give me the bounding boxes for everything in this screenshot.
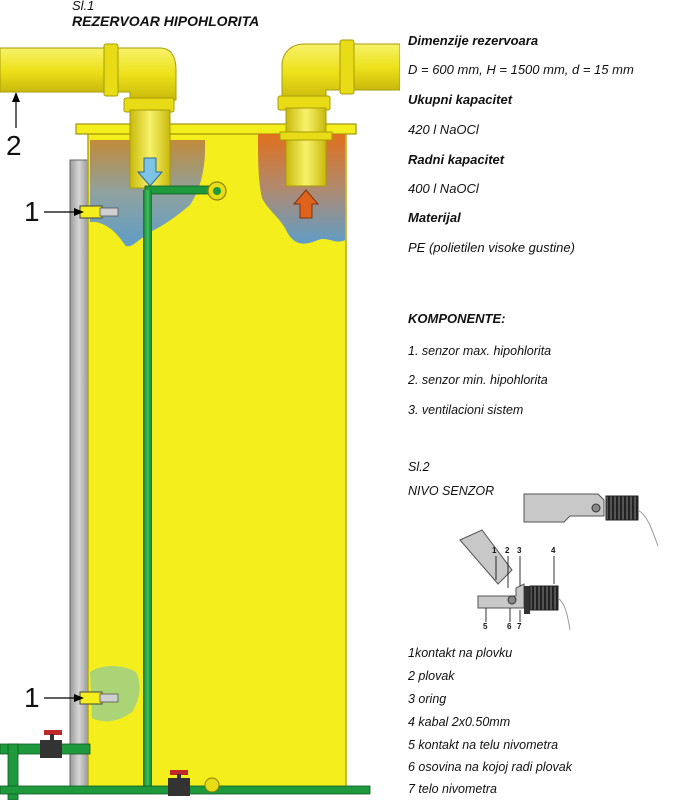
up-arrow-icon <box>292 189 320 219</box>
spec-value-working-capacity: 400 l NaOCl <box>408 181 479 196</box>
sensor-upper-thread <box>605 495 639 521</box>
spec-heading-material: Materijal <box>408 210 461 225</box>
level-sensor-drawing <box>459 493 659 631</box>
valve-bottom-body <box>168 778 190 796</box>
callout-1-top-arrowhead <box>74 208 84 216</box>
callout-2-arrowhead <box>12 92 20 102</box>
figure-2-label: Sl.2 <box>408 460 430 474</box>
legend-item: 2 plovak <box>408 669 455 683</box>
part-leader-lines <box>485 556 555 622</box>
part-number-7: 7 <box>517 622 522 631</box>
right-vent-down <box>285 107 327 187</box>
callout-2-number: 2 <box>6 130 22 161</box>
part-number-1: 1 <box>492 546 497 555</box>
legend-item: 1kontakt na plovku <box>408 646 513 660</box>
tank-diagram <box>0 39 400 800</box>
valve-left-body <box>40 740 62 758</box>
sensor-min-float <box>99 693 119 703</box>
legend-item: 6 osovina na kojoj radi plovak <box>408 760 572 774</box>
components-heading: KOMPONENTE: <box>408 311 506 326</box>
sensor-lower-pivot <box>507 595 517 605</box>
sensor-lower-cable <box>557 597 571 631</box>
spec-value-dimensions: D = 600 mm, H = 1500 mm, d = 15 mm <box>408 62 634 77</box>
component-item: 1. senzor max. hipohlorita <box>408 344 552 358</box>
callout-1-top-number: 1 <box>24 196 40 227</box>
part-number-2: 2 <box>505 546 510 555</box>
legend-item: 5 kontakt na telu nivometra <box>408 738 559 752</box>
sensor-upper-pivot <box>591 503 601 513</box>
figure-1-title: REZERVOAR HIPOHLORITA <box>72 13 260 29</box>
legend-item: 7 telo nivometra <box>408 782 497 796</box>
valve-left-stem <box>50 734 54 742</box>
spec-value-material: PE (polietilen visoke gustine) <box>408 240 575 255</box>
down-arrow-icon <box>136 157 164 187</box>
float-arm <box>459 529 513 585</box>
green-pipe-vertical <box>143 190 152 792</box>
outlet-pipe-down <box>7 743 19 800</box>
sensor-lower-oring <box>524 586 530 614</box>
sensor-lower-thread <box>529 585 559 611</box>
right-vent-collar-h <box>339 39 355 95</box>
green-pipe-fitting-core <box>213 187 221 195</box>
part-number-4: 4 <box>551 546 556 555</box>
tank-lid <box>75 123 357 135</box>
right-vent-elbow <box>281 43 345 101</box>
legend-item: 4 kabal 2x0.50mm <box>408 715 511 729</box>
spec-heading-dimensions: Dimenzije rezervoara <box>408 33 539 48</box>
right-vent-ring <box>279 131 333 141</box>
component-item: 2. senzor min. hipohlorita <box>408 373 548 387</box>
valve-left-handle <box>44 730 62 735</box>
part-number-5: 5 <box>483 622 488 631</box>
figure-1-label: Sl.1 <box>72 0 95 13</box>
part-number-6: 6 <box>507 622 512 631</box>
spec-value-total-capacity: 420 l NaOCl <box>408 122 479 137</box>
spec-heading-working-capacity: Radni kapacitet <box>408 152 505 167</box>
sensor-upper-cable <box>637 509 659 547</box>
valve-bottom-handle <box>170 770 188 775</box>
left-vent-collar-h <box>103 43 119 97</box>
spec-heading-total-capacity: Ukupni kapacitet <box>408 92 513 107</box>
callout-1-bottom-arrowhead <box>74 694 84 702</box>
sensor-lower-body <box>477 583 525 609</box>
component-item: 3. ventilacioni sistem <box>408 403 524 417</box>
left-vent-elbow <box>117 47 177 101</box>
green-pipe-horizontal-top <box>144 185 216 195</box>
part-number-3: 3 <box>517 546 522 555</box>
callout-1-bottom-number: 1 <box>24 682 40 713</box>
sensor-upper-body <box>523 493 605 523</box>
outlet-fitting <box>204 777 220 793</box>
figure-2-title: NIVO SENZOR <box>408 484 495 498</box>
valve-bottom-stem <box>177 774 181 782</box>
legend-item: 3 oring <box>408 692 447 706</box>
sensor-max-float <box>99 207 119 217</box>
